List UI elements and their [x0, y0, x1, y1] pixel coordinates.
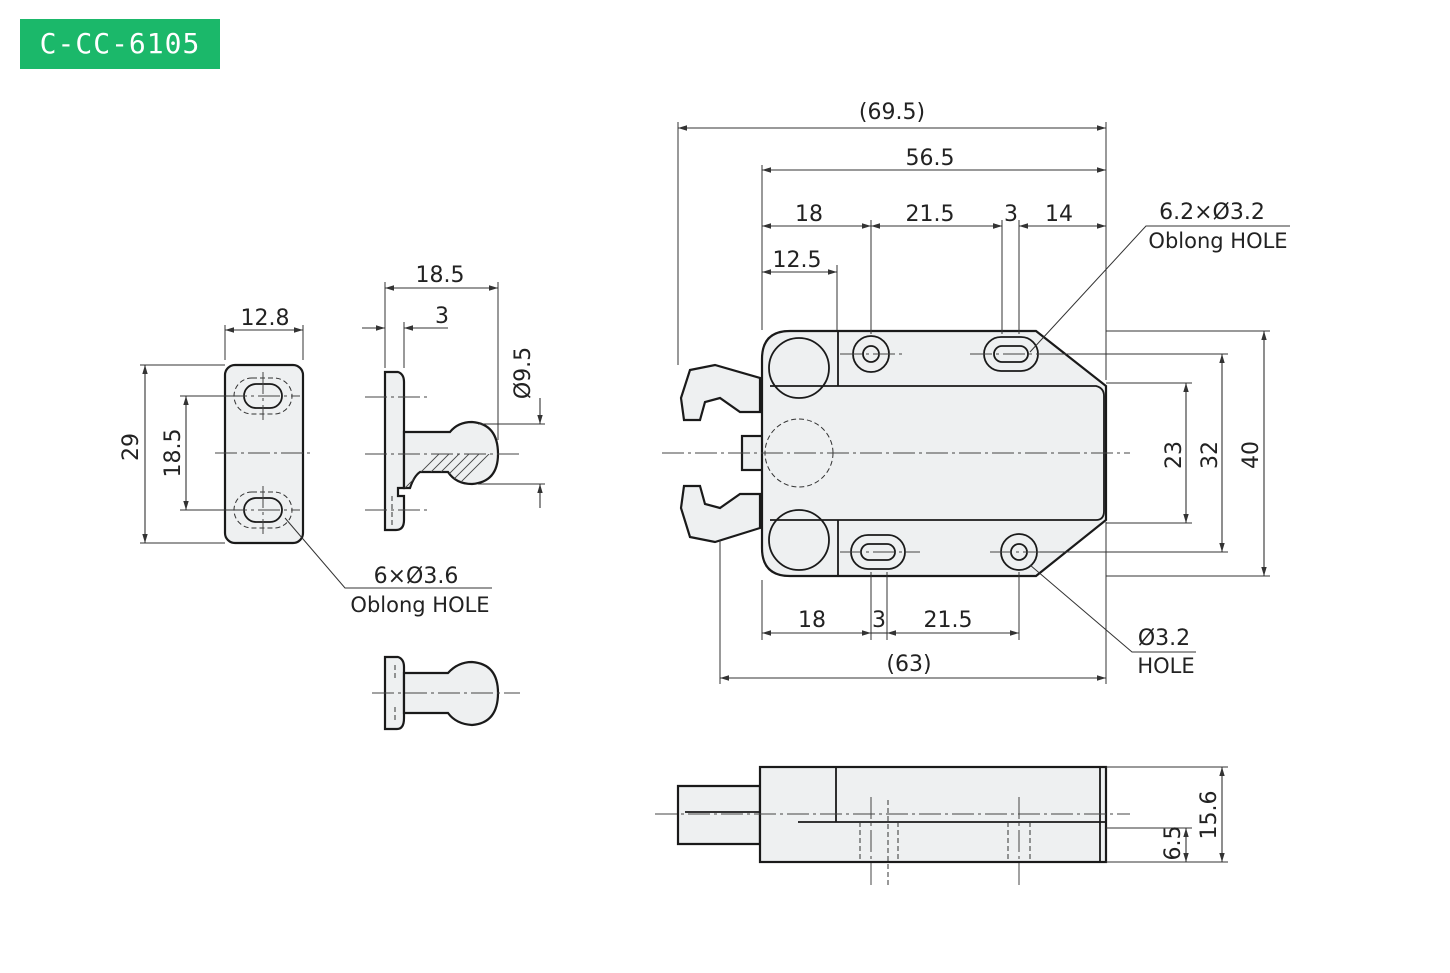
dim-ball-diameter: Ø9.5	[511, 347, 536, 399]
latch-claw-top	[679, 363, 762, 422]
dim-body-length: 56.5	[906, 146, 955, 171]
latch-side-claw	[676, 784, 762, 846]
dim-top-seg-4: 14	[1045, 202, 1073, 227]
striker-plate-view: 12.8 29 18.5 6×Ø3.6 Oblong HOLE	[119, 306, 492, 617]
dim-plate-height: 29	[119, 433, 144, 461]
dim-overall-length: (69.5)	[859, 100, 925, 125]
latch-front-view: (69.5) 56.5 18 21.5 3 14 12.5 6.2×Ø3.2 O…	[662, 100, 1290, 684]
plate-hole-note: 6×Ø3.6	[374, 564, 459, 589]
striker-side-view: 18.5 3 Ø9.5	[362, 263, 545, 532]
dim-plate-width: 12.8	[241, 306, 290, 331]
striker-outline-view	[372, 655, 520, 731]
dim-side-offset: 6.5	[1161, 826, 1186, 861]
plate-hole-type: Oblong HOLE	[350, 593, 489, 617]
striker-flange	[383, 370, 406, 532]
dim-height-mid: 32	[1198, 441, 1223, 469]
dim-top-seg-1: 18	[795, 202, 823, 227]
dim-height-inner: 23	[1162, 441, 1187, 469]
dim-bottom-overall: (63)	[886, 652, 931, 677]
round-hole-type: HOLE	[1137, 654, 1194, 678]
dim-bottom-seg-3: 21.5	[924, 608, 973, 633]
dim-hole-pitch: 18.5	[161, 429, 186, 478]
oblong-hole-note: 6.2×Ø3.2	[1159, 200, 1265, 225]
latch-claw-bottom	[679, 484, 762, 544]
dim-flange-thickness: 3	[435, 304, 449, 329]
striker-ball	[402, 420, 500, 490]
dim-top-seg-2: 21.5	[906, 202, 955, 227]
dim-side-height: 15.6	[1197, 791, 1222, 840]
dim-bottom-seg-2: 3	[872, 608, 886, 633]
dim-top-seg-3: 3	[1004, 202, 1018, 227]
striker-plate	[223, 363, 305, 545]
dim-striker-length: 18.5	[416, 263, 465, 288]
dim-top-sub: 12.5	[773, 248, 822, 273]
round-hole-note: Ø3.2	[1138, 626, 1190, 651]
latch-side-view: 15.6 6.5	[655, 765, 1228, 886]
dim-height-outer: 40	[1239, 441, 1264, 469]
dim-bottom-seg-1: 18	[798, 608, 826, 633]
oblong-hole-type: Oblong HOLE	[1148, 229, 1287, 253]
product-code-badge: C-CC-6105	[20, 19, 220, 69]
